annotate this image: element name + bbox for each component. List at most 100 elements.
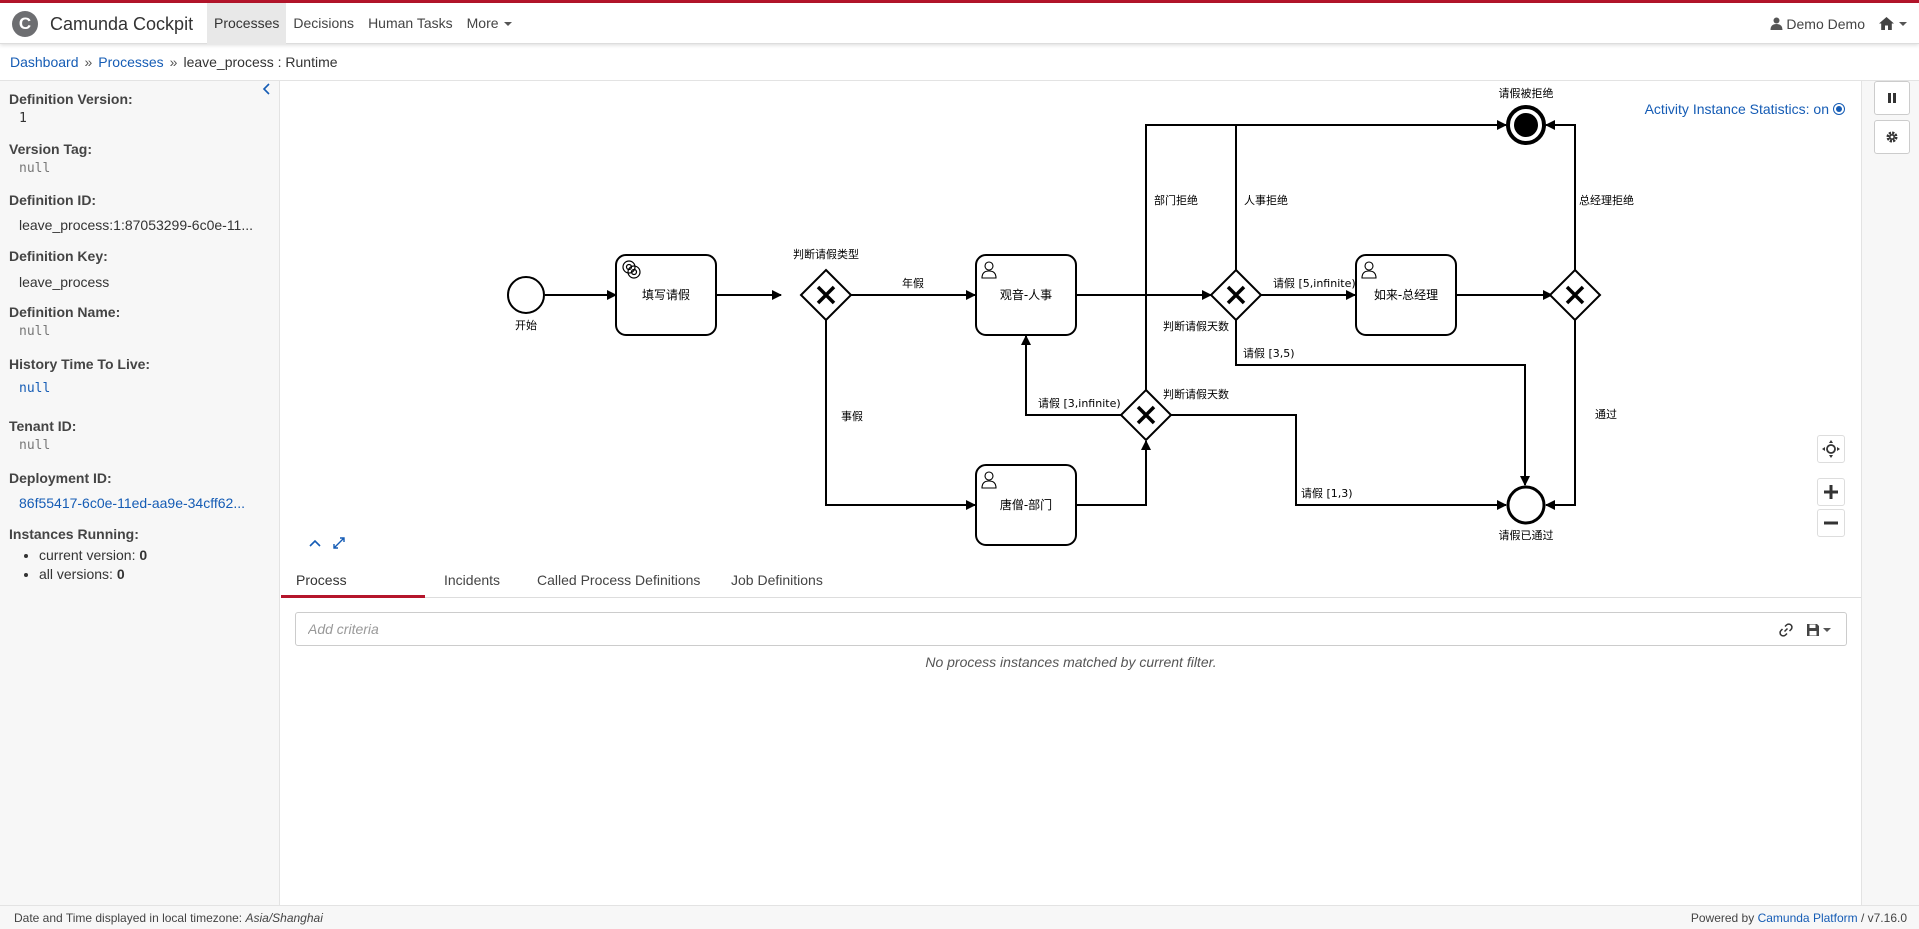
task-dept[interactable] [975,464,1077,546]
task-fill-leave[interactable] [615,254,717,336]
version-tag-value: null [19,161,51,176]
task-gm-label: 如来-总经理 [1374,287,1438,302]
user-menu[interactable]: Demo Demo [1770,16,1865,32]
user-area: Demo Demo [1770,3,1907,44]
sequence-flow [1545,316,1576,510]
expand-icon[interactable] [331,535,347,551]
filter-criteria-input[interactable] [296,613,1766,645]
flow-gm-reject-label: 总经理拒绝 [1579,193,1634,207]
process-instances-panel: No process instances matched by current … [281,598,1861,905]
right-action-rail [1861,81,1919,905]
start-event-label: 开始 [515,318,537,332]
top-navbar: C Camunda Cockpit Processes Decisions Hu… [0,3,1919,44]
flow-3-5-label: 请假 [3,5) [1243,346,1295,360]
flow-3-infinite-label: 请假 [3,infinite) [1038,396,1121,410]
flow-pass-label: 通过 [1595,408,1617,421]
chevron-up-icon[interactable] [307,535,323,551]
breadcrumb-processes[interactable]: Processes [98,54,164,70]
definition-id-value: leave_process:1:87053299-6c0e-11... [19,217,254,233]
pause-icon [1888,93,1896,103]
powered-by: Powered by Camunda Platform / v7.16.0 [1691,911,1907,925]
flow-dept-reject-label: 部门拒绝 [1154,193,1198,207]
gateway-days-2-label: 判断请假天数 [1163,319,1229,333]
nav-decisions[interactable]: Decisions [293,15,355,31]
user-name: Demo Demo [1786,15,1865,32]
sequence-flow [1021,335,1124,416]
zoom-reset-button[interactable] [1817,435,1845,463]
tab-incidents[interactable]: Incidents [444,572,501,588]
sequence-flow [1076,440,1151,506]
nav-more-label: More [466,15,499,31]
app-title: Camunda Cockpit [50,13,194,34]
history-ttl-label: History Time To Live: [9,356,151,372]
process-definition-sidebar: Definition Version: 1 Version Tag: null … [0,81,280,905]
user-task-icon [1361,261,1377,279]
all-versions-count: 0 [116,566,125,582]
flow-personal-label: 事假 [841,409,863,423]
camunda-logo-icon: C [12,11,38,37]
task-fill-leave-label: 填写请假 [642,288,690,302]
gateway-leave-type-label: 判断请假类型 [793,247,859,261]
settings-button[interactable] [1874,120,1910,154]
breadcrumb-dashboard[interactable]: Dashboard [10,54,79,70]
radio-on-icon [1833,103,1845,115]
start-event[interactable] [507,276,545,314]
nav-human-tasks[interactable]: Human Tasks [368,15,453,31]
bpmn-diagram-canvas[interactable]: Activity Instance Statistics: on [281,81,1861,554]
gateway-days-2[interactable] [1209,268,1263,322]
task-gm[interactable] [1355,254,1457,336]
bpmn-diagram: 开始 填写请假 判断请假类型 年假 事假 观音-人事 唐僧-部门 判断请假天数 … [507,86,1634,546]
user-task-icon [981,261,997,279]
tenant-id-value: null [19,438,51,453]
gateway-days-1[interactable] [1119,388,1173,442]
save-search-button[interactable] [1806,621,1836,639]
end-event-rejected-label: 请假被拒绝 [1499,86,1554,100]
timezone-prefix: Date and Time displayed in local timezon… [14,911,243,925]
home-menu-button[interactable] [1879,17,1907,30]
home-icon [1879,17,1894,30]
flow-hr-reject-label: 人事拒绝 [1244,193,1288,207]
definition-name-label: Definition Name: [9,304,121,320]
gateway-leave-type[interactable] [799,268,853,322]
definition-key-value: leave_process [19,274,110,290]
definition-version-label: Definition Version: [9,91,133,107]
flow-annual-label: 年假 [902,276,924,290]
history-ttl-value[interactable]: null [19,381,51,396]
sequence-flow [1145,120,1507,394]
nav-more[interactable]: More [460,3,519,44]
zoom-out-button[interactable] [1817,509,1845,537]
collapse-sidebar-icon[interactable] [259,81,275,97]
link-icon[interactable] [1778,622,1794,638]
tab-job-definitions[interactable]: Job Definitions [731,572,823,588]
end-event-rejected[interactable] [1506,105,1546,145]
timezone-value: Asia/Shanghai [245,911,323,925]
tab-called-process-definitions[interactable]: Called Process Definitions [537,572,701,588]
definition-name-value: null [19,324,51,339]
activity-stats-label: Activity Instance Statistics: on [1644,101,1829,117]
breadcrumb-separator: » [84,54,93,70]
brand[interactable]: C Camunda Cockpit [12,11,193,37]
tab-process-instances[interactable]: Process Instances [281,554,425,640]
main-nav: Processes Decisions Human Tasks More [207,3,519,44]
minus-icon [1824,521,1838,525]
plus-icon [1824,485,1838,499]
timezone-note: Date and Time displayed in local timezon… [14,911,323,925]
end-event-passed[interactable] [1506,485,1546,525]
task-hr[interactable] [975,254,1077,336]
activity-stats-toggle[interactable]: Activity Instance Statistics: on [1645,101,1845,117]
gateway-gm[interactable] [1548,268,1602,322]
current-version-count: 0 [139,547,148,563]
service-task-gear-icon [622,260,641,279]
deployment-id-link[interactable]: 86f55417-6c0e-11ed-aa9e-34cff62... [19,495,245,511]
zoom-in-button[interactable] [1817,478,1845,506]
breadcrumb: Dashboard » Processes » leave_process : … [10,54,338,70]
nav-processes[interactable]: Processes [207,3,287,44]
suspend-button[interactable] [1874,81,1910,115]
tenant-id-label: Tenant ID: [9,418,77,434]
top-accent-bar [0,0,1919,3]
floppy-disk-icon [1807,624,1819,636]
user-icon [1770,17,1783,30]
chevron-down-icon [1899,21,1907,26]
camunda-platform-link[interactable]: Camunda Platform [1757,911,1858,925]
filter-search-box [295,612,1847,646]
